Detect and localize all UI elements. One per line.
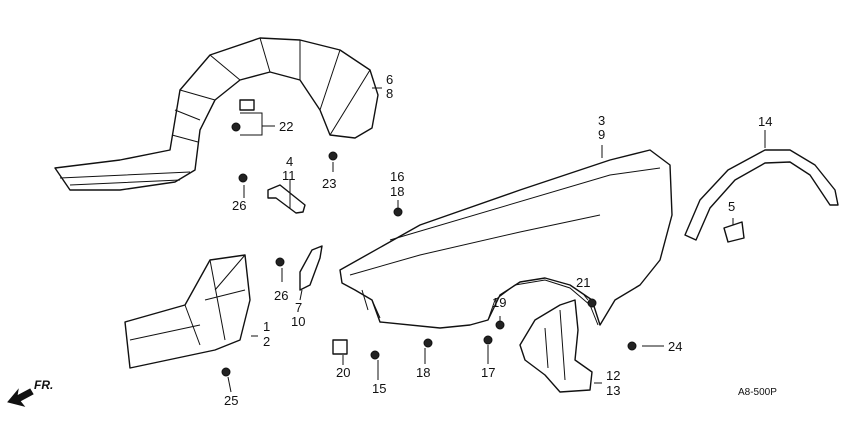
- callout-6: 6: [386, 72, 393, 87]
- callout-19: 19: [492, 295, 506, 310]
- bolt-15: [370, 350, 380, 360]
- callout-10: 10: [291, 314, 305, 329]
- callout-17: 17: [481, 365, 495, 380]
- clip-26a: [238, 173, 248, 183]
- callout-20: 20: [336, 365, 350, 380]
- callout-4: 4: [286, 154, 293, 169]
- molding-clip: [723, 221, 745, 243]
- inner-fender-liner: [54, 37, 379, 191]
- callout-5: 5: [728, 199, 735, 214]
- callout-21: 21: [576, 275, 590, 290]
- callout-24: 24: [668, 339, 682, 354]
- callout-13: 13: [606, 383, 620, 398]
- fender-brace: [299, 245, 323, 291]
- leader-lines: [227, 87, 766, 393]
- wheel-arch-molding: [684, 149, 839, 241]
- callout-18b: 18: [416, 365, 430, 380]
- arrow-icon: [7, 388, 34, 407]
- callout-2: 2: [263, 334, 270, 349]
- screw-19: [495, 320, 505, 330]
- bolt-21: [587, 298, 597, 308]
- callout-25: 25: [224, 393, 238, 408]
- callout-8: 8: [386, 86, 393, 101]
- bolt-26b: [275, 257, 285, 267]
- callout-26b: 26: [274, 288, 288, 303]
- front-direction-arrow: FR.: [7, 378, 53, 407]
- screw-17: [483, 335, 493, 345]
- callout-9: 9: [598, 127, 605, 142]
- callout-3: 3: [598, 113, 605, 128]
- mud-guard: [519, 299, 593, 393]
- clip-23: [328, 151, 338, 161]
- callout-18a: 18: [390, 184, 404, 199]
- callout-14: 14: [758, 114, 772, 129]
- splash-shield: [124, 254, 251, 369]
- callout-22: 22: [279, 119, 293, 134]
- callout-7: 7: [295, 300, 302, 315]
- callout-26a: 26: [232, 198, 246, 213]
- clip-20: [332, 339, 348, 355]
- bolt-18b: [423, 338, 433, 348]
- callout-16: 16: [390, 169, 404, 184]
- nut-22: [239, 99, 255, 111]
- callout-1: 1: [263, 319, 270, 334]
- callout-12: 12: [606, 368, 620, 383]
- callout-23: 23: [322, 176, 336, 191]
- direction-label: FR.: [34, 378, 53, 392]
- screw-22: [231, 122, 241, 132]
- callout-15: 15: [372, 381, 386, 396]
- fender-bracket: [267, 184, 306, 214]
- callout-11: 11: [282, 168, 296, 183]
- diagram-code: A8-500P: [738, 387, 777, 398]
- screw-25: [221, 367, 231, 377]
- fasteners: [221, 99, 637, 377]
- bolt-24: [627, 341, 637, 351]
- callouts: 6 8 22 4 11 23 26 16 18 3 9 14 5 1 2 26 …: [224, 72, 772, 408]
